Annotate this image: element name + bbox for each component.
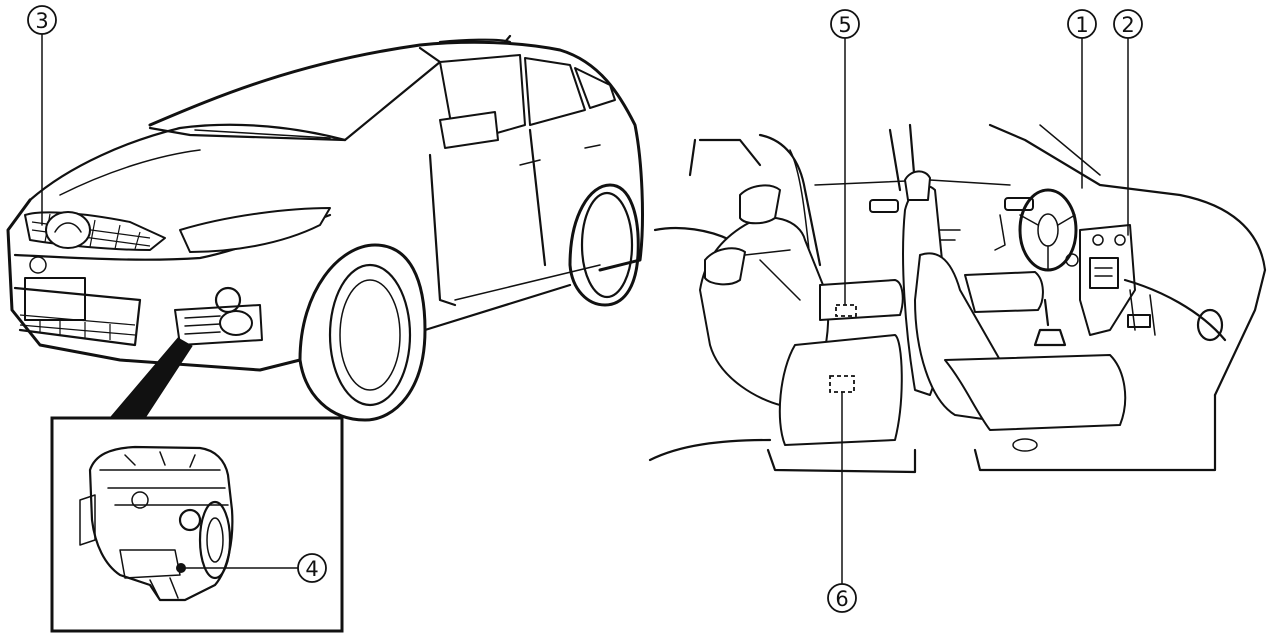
leader-lines — [41, 33, 1129, 585]
callout-5-label: 5 — [838, 13, 851, 37]
engine-illustration — [79, 445, 299, 602]
interior-illustration — [648, 123, 1267, 474]
callout-6: 6 — [827, 583, 857, 613]
callout-2-label: 2 — [1121, 13, 1134, 37]
car-exterior-illustration — [6, 34, 644, 422]
inset-pointer — [108, 337, 193, 419]
callout-3-label: 3 — [35, 9, 48, 33]
callout-2: 2 — [1113, 9, 1143, 39]
callout-3: 3 — [27, 5, 57, 35]
engine-inset-box — [50, 416, 344, 633]
callout-5: 5 — [830, 9, 860, 39]
callout-4: 4 — [297, 553, 327, 583]
callout-1: 1 — [1067, 9, 1097, 39]
callout-6-label: 6 — [835, 587, 848, 611]
callout-4-label: 4 — [305, 557, 318, 581]
callout-1-label: 1 — [1075, 13, 1088, 37]
